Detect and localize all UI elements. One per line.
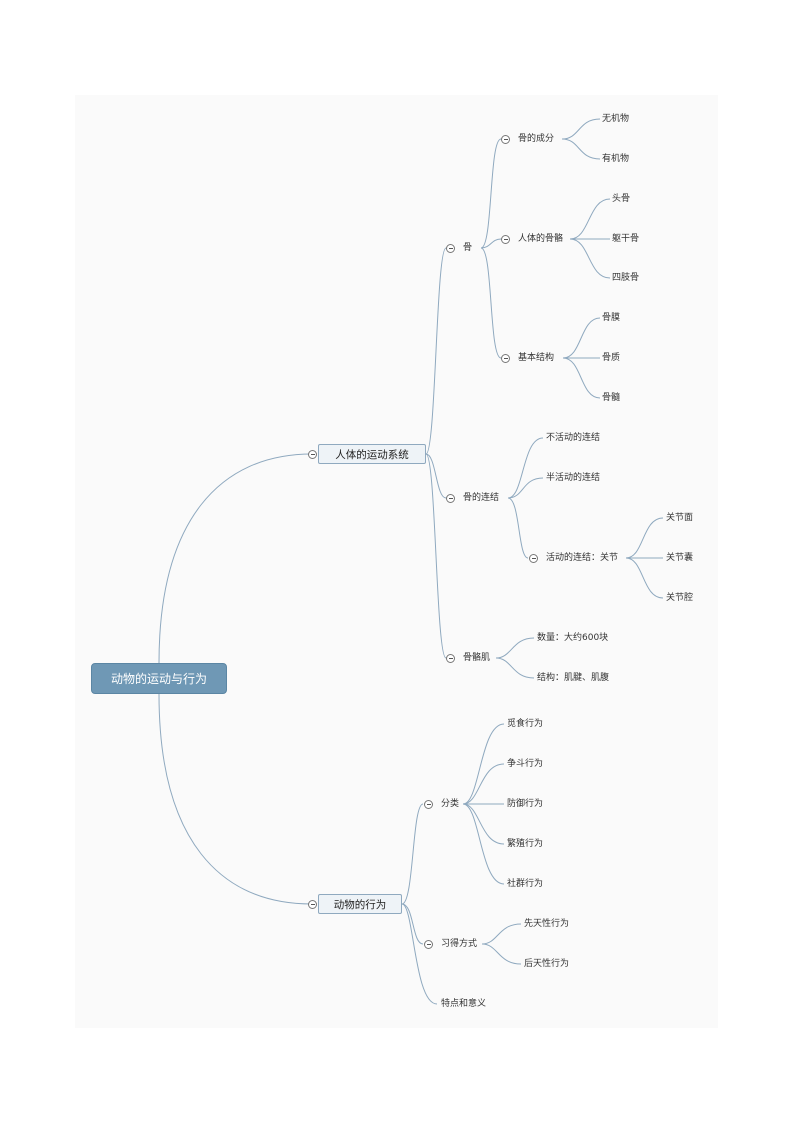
link-root-branch1	[158, 453, 313, 664]
node-guanjie[interactable]: 活动的连结：关节	[546, 553, 619, 563]
node-lianjie[interactable]: 骨的连结	[463, 493, 500, 503]
link-gu-jiegou	[480, 247, 502, 359]
collapse-toggle-icon[interactable]	[446, 654, 455, 663]
leaf-node[interactable]: 有机物	[602, 154, 630, 164]
collapse-toggle-icon[interactable]	[424, 800, 433, 809]
collapse-toggle-icon[interactable]	[501, 235, 510, 244]
leaf-node[interactable]: 不活动的连结	[546, 433, 601, 443]
collapse-toggle-icon[interactable]	[308, 450, 317, 459]
collapse-toggle-icon[interactable]	[308, 900, 317, 909]
leaf-node[interactable]: 觅食行为	[507, 719, 544, 729]
leaf-node[interactable]: 骨质	[602, 353, 621, 363]
collapse-toggle-icon[interactable]	[446, 244, 455, 253]
link-gu-guge	[480, 238, 502, 249]
collapse-toggle-icon[interactable]	[529, 554, 538, 563]
leaf-node[interactable]: 后天性行为	[524, 959, 570, 969]
node-gugeji[interactable]: 骨骼肌	[463, 653, 491, 663]
node-gu-guge[interactable]: 人体的骨骼	[518, 234, 564, 244]
leaf-node[interactable]: 无机物	[602, 114, 630, 124]
node-tedian[interactable]: 特点和意义	[441, 999, 487, 1009]
collapse-toggle-icon[interactable]	[446, 494, 455, 503]
leaf-node[interactable]: 繁殖行为	[507, 839, 544, 849]
link-b1-gugeji	[425, 453, 447, 659]
node-gu-chengfen[interactable]: 骨的成分	[518, 134, 555, 144]
leaf-node[interactable]: 结构：肌腱、肌腹	[537, 673, 610, 683]
branch-node-animal-behavior[interactable]: 动物的行为	[318, 894, 402, 914]
root-node[interactable]: 动物的运动与行为	[91, 663, 227, 694]
collapse-toggle-icon[interactable]	[501, 354, 510, 363]
link-root-branch2	[158, 693, 313, 905]
node-gu-jiegou[interactable]: 基本结构	[518, 353, 555, 363]
leaf-node[interactable]: 半活动的连结	[546, 473, 601, 483]
leaf-node[interactable]: 躯干骨	[612, 234, 640, 244]
link-b1-lianjie	[425, 453, 447, 499]
leaf-node[interactable]: 社群行为	[507, 879, 544, 889]
leaf-node[interactable]: 防御行为	[507, 799, 544, 809]
leaf-node[interactable]: 争斗行为	[507, 759, 544, 769]
leaf-node[interactable]: 骨髓	[602, 393, 621, 403]
link-gu-chengfen	[480, 138, 502, 249]
node-xide[interactable]: 习得方式	[441, 939, 478, 949]
leaf-node[interactable]: 关节面	[666, 513, 694, 523]
leaf-node[interactable]: 关节囊	[666, 553, 694, 563]
leaf-node[interactable]: 先天性行为	[524, 919, 570, 929]
link-b1-gu	[425, 247, 447, 455]
leaf-node[interactable]: 头骨	[612, 194, 631, 204]
collapse-toggle-icon[interactable]	[501, 135, 510, 144]
node-fenlei[interactable]: 分类	[441, 799, 460, 809]
node-gu[interactable]: 骨	[463, 243, 473, 253]
leaf-node[interactable]: 骨膜	[602, 313, 621, 323]
mindmap-canvas	[75, 95, 718, 1028]
leaf-node[interactable]: 数量：大约600块	[537, 633, 609, 643]
leaf-node[interactable]: 四肢骨	[612, 273, 640, 283]
branch-node-motion-system[interactable]: 人体的运动系统	[318, 444, 426, 464]
leaf-node[interactable]: 关节腔	[666, 593, 694, 603]
collapse-toggle-icon[interactable]	[424, 940, 433, 949]
